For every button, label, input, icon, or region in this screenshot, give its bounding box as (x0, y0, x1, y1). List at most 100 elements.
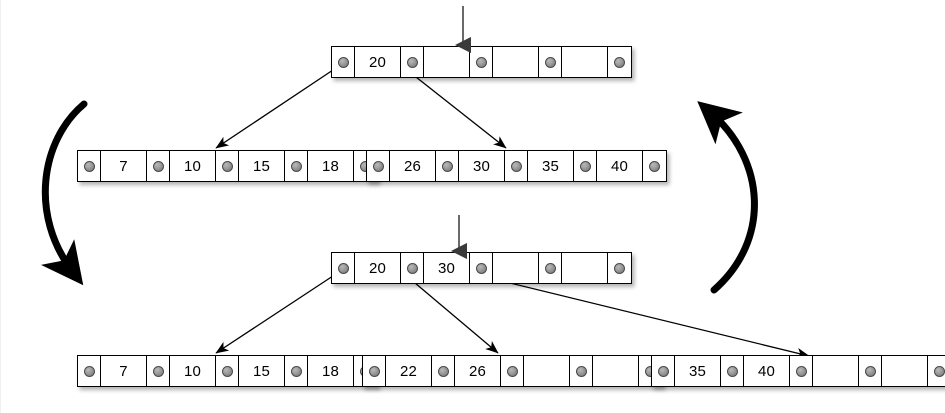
pointer-cell[interactable] (859, 356, 882, 386)
pointer-cell[interactable] (285, 151, 308, 181)
pointer-cell[interactable] (574, 151, 597, 181)
pointer-cell[interactable] (401, 253, 424, 283)
key-cell[interactable]: 7 (101, 356, 147, 386)
key-cell[interactable]: 35 (528, 151, 574, 181)
key-cell[interactable]: 10 (170, 151, 216, 181)
pointer-cell[interactable] (539, 47, 562, 77)
key-cell[interactable]: 26 (390, 151, 436, 181)
pointer-dot-icon (221, 160, 233, 172)
pointer-dot-icon (614, 262, 625, 274)
transition-arrow-left (40, 100, 88, 286)
pointer-dot-icon (337, 56, 349, 68)
pointer-cell[interactable] (608, 47, 631, 77)
key-cell[interactable] (813, 356, 859, 386)
pointer-cell[interactable] (216, 356, 239, 386)
key-cell[interactable] (493, 47, 539, 77)
pointer-dot-icon (83, 365, 95, 377)
key-cell[interactable] (562, 253, 608, 283)
pointer-dot-icon (475, 262, 487, 274)
key-cell[interactable]: 26 (455, 356, 501, 386)
key-cell[interactable]: 18 (308, 151, 354, 181)
pointer-cell[interactable] (432, 356, 455, 386)
leaf-after-middle[interactable]: 22 26 (362, 355, 663, 387)
pointer-dot-icon (934, 365, 945, 377)
pointer-cell[interactable] (78, 151, 101, 181)
pointer-cell[interactable] (332, 47, 355, 77)
key-cell[interactable] (524, 356, 570, 386)
pointer-cell[interactable] (147, 356, 170, 386)
pointer-cell[interactable] (539, 253, 562, 283)
pointer-dot-icon (510, 160, 522, 172)
key-cell[interactable]: 10 (170, 356, 216, 386)
key-cell[interactable]: 7 (101, 151, 147, 181)
root-before[interactable]: 20 (331, 46, 632, 78)
transition-arrow-right (697, 101, 758, 294)
key-cell[interactable]: 15 (239, 151, 285, 181)
edge-root-after-to-left-leaf (215, 271, 340, 354)
pointer-dot-icon (337, 262, 349, 274)
pointer-cell[interactable] (401, 47, 424, 77)
key-cell[interactable]: 15 (239, 356, 285, 386)
pointer-cell[interactable] (367, 151, 390, 181)
key-cell[interactable]: 40 (744, 356, 790, 386)
pointer-dot-icon (726, 365, 738, 377)
pointer-cell[interactable] (285, 356, 308, 386)
pointer-cell[interactable] (470, 47, 493, 77)
pointer-cell[interactable] (928, 356, 945, 386)
key-cell[interactable] (493, 253, 539, 283)
pointer-dot-icon (475, 56, 487, 68)
pointer-cell[interactable] (608, 253, 631, 283)
edge-root-after-to-middle-leaf (401, 271, 499, 354)
pointer-dot-icon (83, 160, 95, 172)
key-cell[interactable]: 18 (308, 356, 354, 386)
key-cell[interactable] (424, 47, 470, 77)
edge-root-after-to-right-leaf (464, 271, 810, 359)
key-cell[interactable] (593, 356, 639, 386)
pointer-cell[interactable] (332, 253, 355, 283)
pointer-dot-icon (506, 365, 518, 377)
key-cell[interactable] (562, 47, 608, 77)
key-cell[interactable]: 40 (597, 151, 643, 181)
pointer-dot-icon (441, 160, 453, 172)
pointer-cell[interactable] (501, 356, 524, 386)
key-cell[interactable]: 30 (459, 151, 505, 181)
pointer-cell[interactable] (363, 356, 386, 386)
pointer-dot-icon (406, 56, 418, 68)
pointer-cell[interactable] (470, 253, 493, 283)
pointer-dot-icon (372, 160, 384, 172)
pointer-cell[interactable] (436, 151, 459, 181)
leaf-after-right[interactable]: 35 40 (651, 355, 945, 387)
edge-root-before-to-left-leaf (215, 65, 340, 149)
pointer-cell[interactable] (216, 151, 239, 181)
pointer-dot-icon (544, 56, 556, 68)
pointer-dot-icon (795, 365, 807, 377)
pointer-cell[interactable] (652, 356, 675, 386)
pointer-dot-icon (544, 262, 556, 274)
pointer-cell[interactable] (147, 151, 170, 181)
pointer-cell[interactable] (505, 151, 528, 181)
pointer-dot-icon (406, 262, 418, 274)
pointer-cell[interactable] (570, 356, 593, 386)
pointer-dot-icon (437, 365, 449, 377)
pointer-cell[interactable] (790, 356, 813, 386)
edge-root-before-to-right-leaf (401, 65, 507, 149)
pointer-dot-icon (221, 365, 233, 377)
root-after[interactable]: 20 30 (331, 252, 632, 284)
pointer-dot-icon (579, 160, 591, 172)
leaf-before-right[interactable]: 26 30 35 40 (366, 150, 667, 182)
key-cell[interactable]: 30 (424, 253, 470, 283)
key-cell[interactable]: 20 (355, 47, 401, 77)
pointer-cell[interactable] (643, 151, 666, 181)
leaf-after-left[interactable]: 7 10 15 18 (77, 355, 378, 387)
pointer-dot-icon (864, 365, 876, 377)
leaf-before-left[interactable]: 7 10 15 18 (77, 150, 378, 182)
pointer-cell[interactable] (78, 356, 101, 386)
key-cell[interactable] (882, 356, 928, 386)
key-cell[interactable]: 20 (355, 253, 401, 283)
pointer-cell[interactable] (721, 356, 744, 386)
key-cell[interactable]: 35 (675, 356, 721, 386)
pointer-dot-icon (290, 160, 302, 172)
pointer-dot-icon (649, 160, 660, 172)
key-cell[interactable]: 22 (386, 356, 432, 386)
